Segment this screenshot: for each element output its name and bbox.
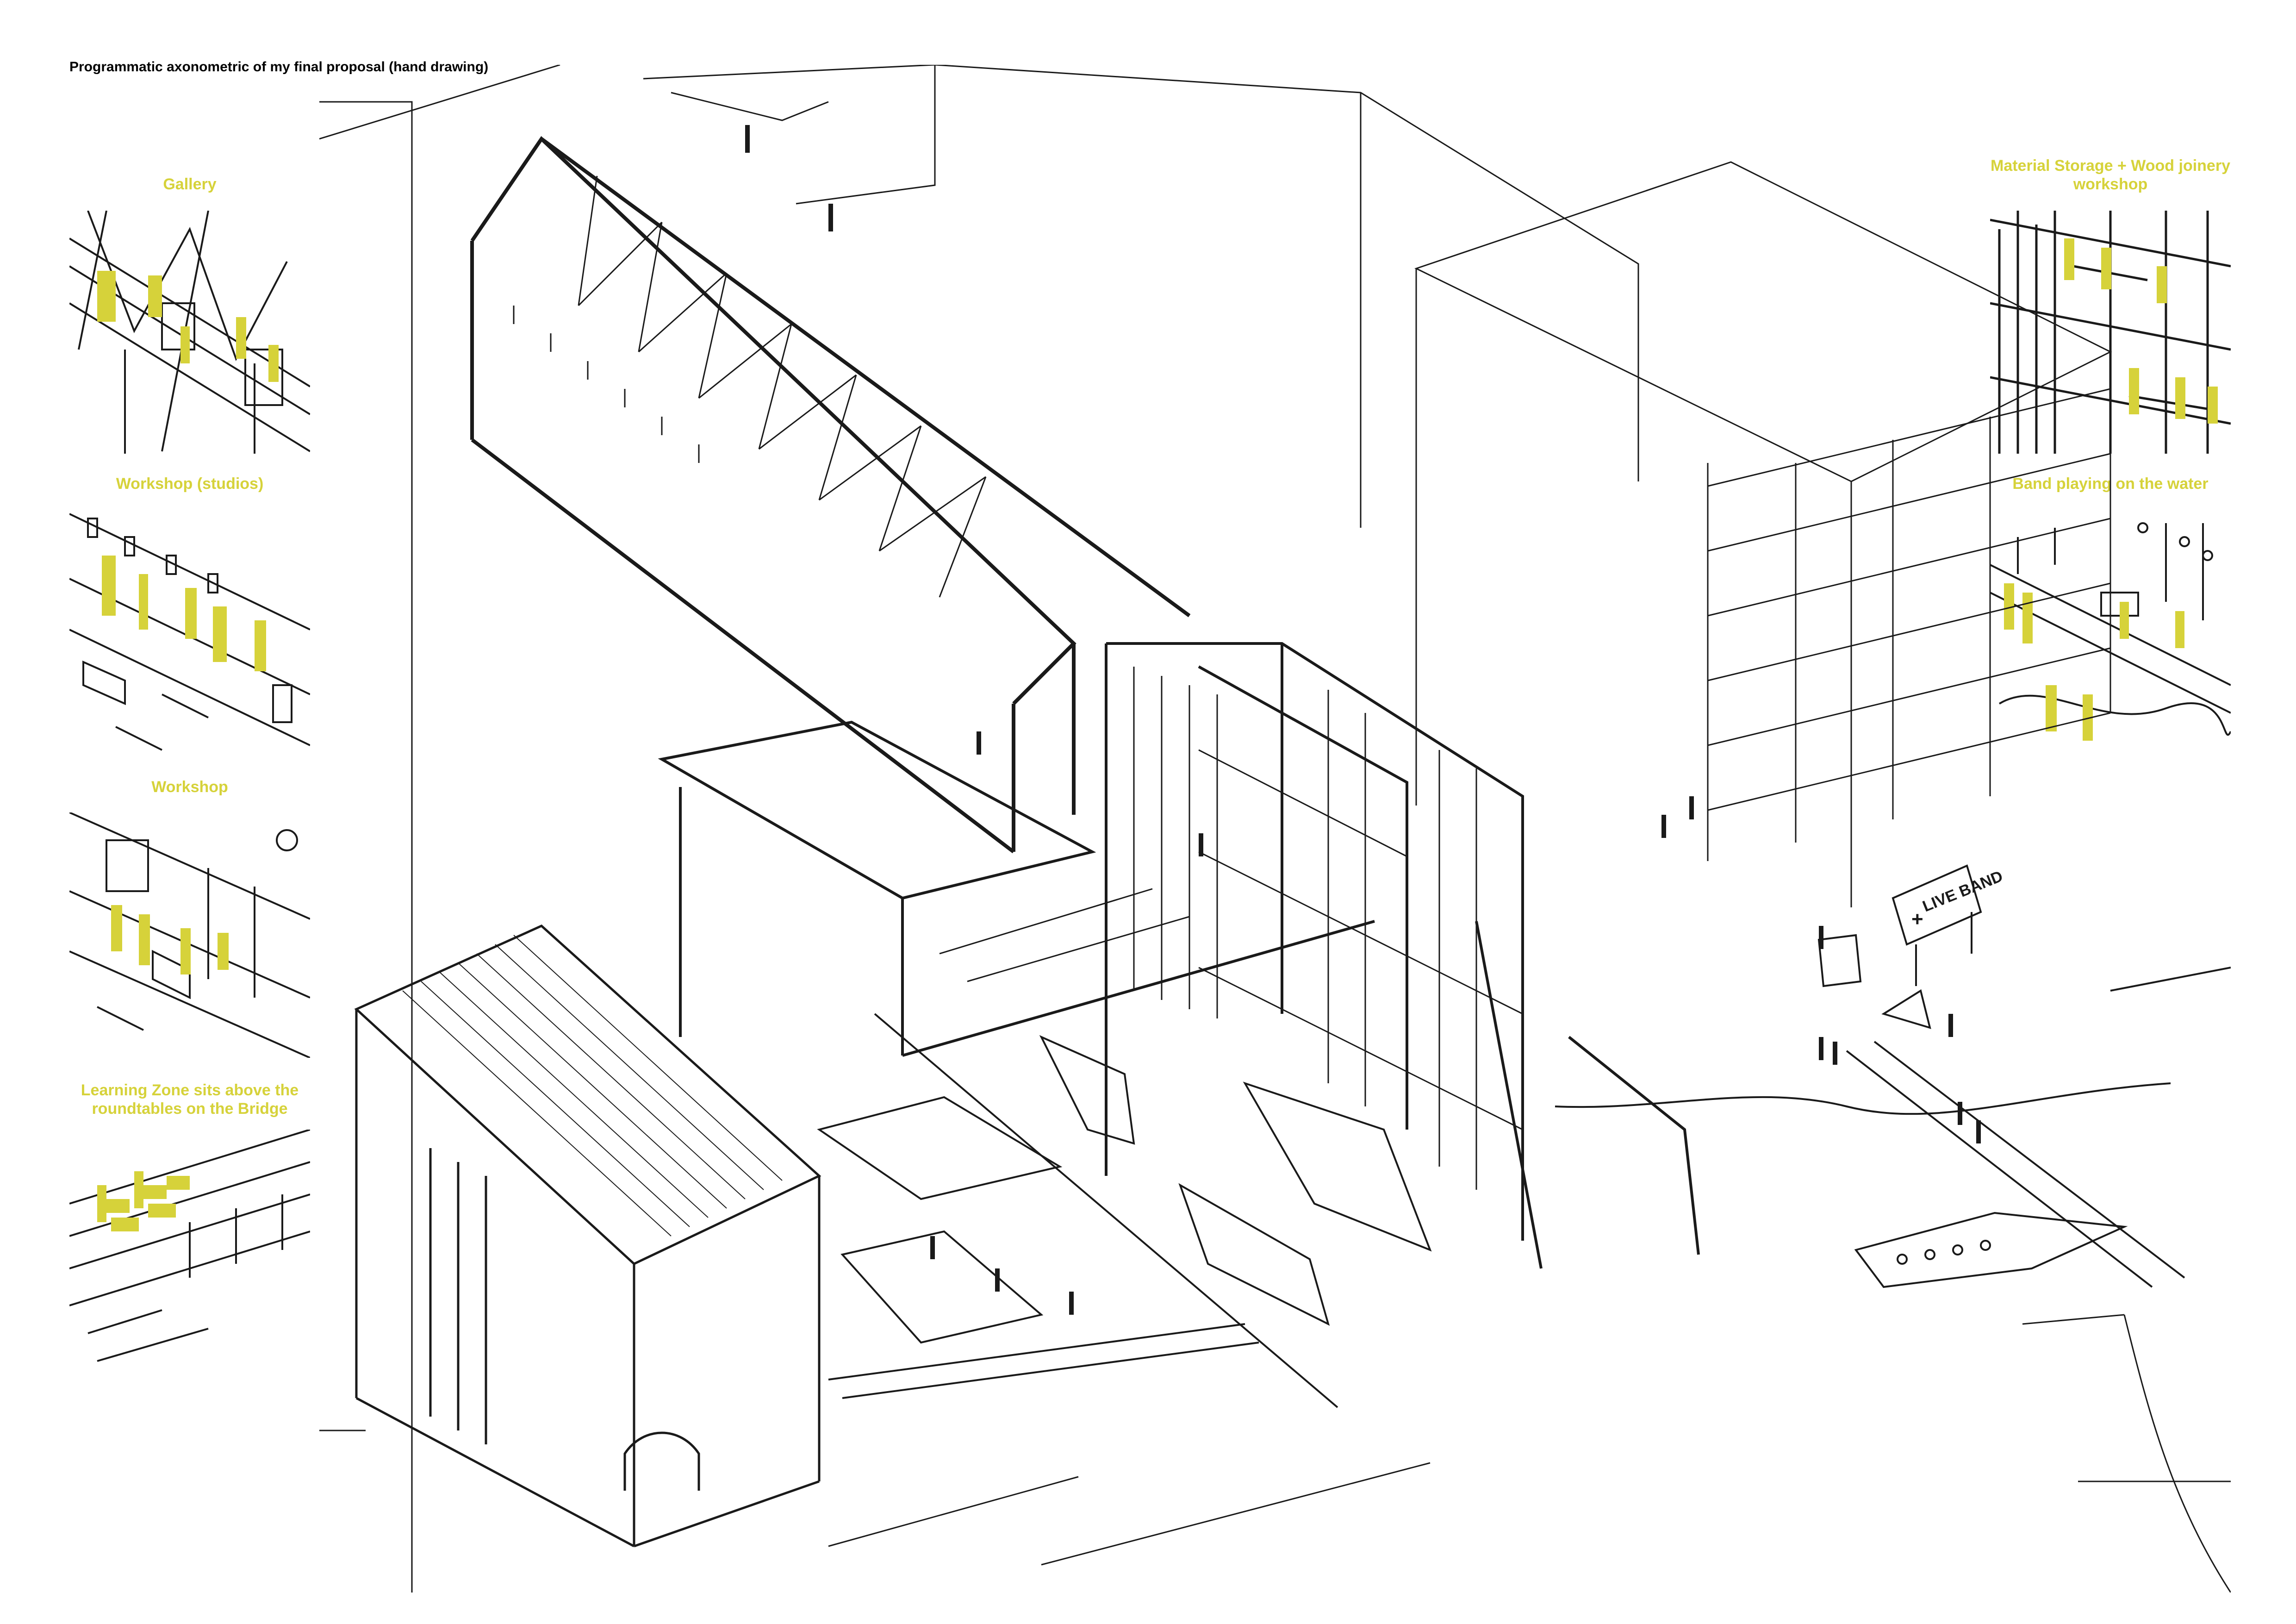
bridge-roof bbox=[658, 720, 1096, 900]
gallery-sketch bbox=[69, 211, 310, 454]
main-building bbox=[470, 136, 1191, 854]
panel-workshop-studios bbox=[69, 509, 310, 755]
tower-roof bbox=[1414, 161, 2112, 482]
learning-zone-sketch bbox=[69, 1130, 310, 1362]
page-title: Programmatic axonometric of my final pro… bbox=[69, 59, 489, 75]
warehouse bbox=[354, 924, 821, 1548]
warehouse-roof-ridges bbox=[402, 935, 783, 1237]
label-learning-zone: Learning Zone sits above the roundtables… bbox=[81, 1081, 299, 1118]
bg-block-left bbox=[319, 101, 413, 1593]
ground-lines bbox=[319, 1314, 2231, 1593]
canal-and-boats bbox=[817, 967, 2231, 1408]
live-band-sign bbox=[1817, 864, 1982, 1029]
narrowboat-right bbox=[1854, 1212, 2128, 1288]
label-workshop-studios: Workshop (studios) bbox=[116, 475, 264, 493]
structure-details bbox=[939, 667, 1523, 1190]
warehouse-door bbox=[623, 1431, 700, 1491]
footbridge bbox=[1873, 1041, 2185, 1279]
sign-plus-text: + bbox=[1911, 908, 1923, 931]
narrowboat-lower bbox=[1178, 1183, 1330, 1326]
bridge-structure bbox=[658, 642, 1700, 1269]
label-gallery: Gallery bbox=[163, 175, 217, 193]
bg-building-top bbox=[934, 65, 1639, 481]
label-workshop: Workshop bbox=[151, 778, 228, 796]
people-figures bbox=[745, 125, 1981, 1315]
axonometric-svg: LIVE BAND + bbox=[319, 65, 2231, 1593]
narrowboat-left bbox=[1039, 1035, 1135, 1145]
roof-trusses bbox=[513, 175, 987, 598]
label-material-storage: Material Storage + Wood joinery workshop bbox=[1991, 157, 2230, 193]
band-sketch bbox=[1990, 522, 2231, 741]
green-patch-lower bbox=[840, 1230, 1044, 1344]
panel-learning-zone bbox=[69, 1130, 310, 1370]
workshop-studios-sketch bbox=[69, 513, 310, 751]
narrowboat-center bbox=[1243, 1081, 1432, 1252]
green-patch-upper bbox=[817, 1096, 1063, 1200]
panel-workshop bbox=[69, 812, 310, 1058]
workshop-sketch bbox=[69, 812, 310, 1058]
panel-gallery bbox=[69, 211, 310, 454]
axonometric-drawing: LIVE BAND + bbox=[319, 65, 2231, 1593]
